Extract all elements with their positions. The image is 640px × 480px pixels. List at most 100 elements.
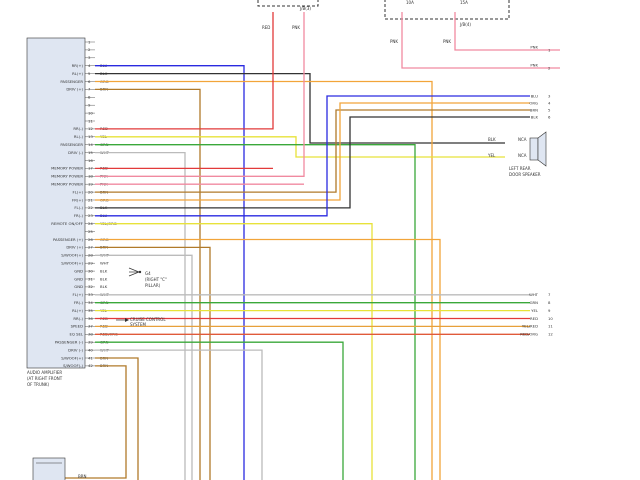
upper-connector-number: 6 [548,114,551,119]
ground-g4: G4 (RIGHT "C" PILLAR) [128,267,167,288]
pin-wire-color: BLK [100,276,108,281]
top-pnk-label: PNK [292,25,300,30]
upper-wire-label: BLK [531,114,539,119]
pin-label: PASSENGER [60,79,83,84]
jbox2-label: J/B(4) [459,22,471,27]
top-fuse-box-left: J/B(3) [257,0,319,11]
amp-caption-1: AUDIO AMPLIFIER [27,370,62,375]
pin-label: EQ SEL [69,332,83,337]
pin-label: MEMORY POWER [51,182,83,187]
output-wire-label: RED [530,316,538,321]
gnd-caption-3: PILLAR) [145,283,161,288]
output-wire-label: WHT [529,292,539,297]
fuse-b-label: 15A [460,0,468,5]
wire-swoof-brn [95,357,139,480]
pin-wire-color: WHT [100,261,110,266]
wire-pass2-org [95,238,441,480]
output-wire-label: YEL/RED [522,324,538,329]
pnk-wire-label: PNK [530,45,538,50]
wire-driv-wht [95,151,186,480]
top-fuse-box-right: 10A 15A J/B(4) [384,0,510,27]
speaker-wire-blk: BLK [488,137,496,142]
left-rear-door-speaker: LEFT REAR DOOR SPEAKER NCA NCA BLK YEL [487,131,547,177]
top-pnk2-label: PNK [390,39,398,44]
fuse-a-label: 10A [406,0,414,5]
wire-mem-pnk [95,12,305,177]
pin-label: FR(+) [72,197,83,202]
jbox-label: J/B(3) [299,6,311,11]
pin-label: RL(-) [74,134,84,139]
amp-caption-3: OF TRUNK) [27,382,49,387]
speaker-caption-1: LEFT REAR [509,166,531,171]
upper-connector-number: 5 [548,107,551,112]
pin-label: S/WOOF(+) [61,261,83,266]
wire-fl-plus-brn [95,109,530,193]
pnk-wire-label: PNK [530,63,538,68]
wire-fl-minus-blk [95,116,530,209]
cruise-control-arrow: CRUISE CONTROL SYSTEM [116,317,166,327]
wire-routes [65,12,560,480]
wire-passenger-grn [95,144,416,480]
output-wire-label: GRN [530,300,539,305]
wire-fr-minus-blu [95,95,530,217]
upper-wire-label: ORG [529,100,538,105]
pnk-connector-number: 2 [548,65,551,70]
pin-wire-color: BLK [100,268,108,273]
output-connector-number: 7 [548,292,551,297]
pin-label: FL(+) [73,292,84,297]
cruise-caption-2: SYSTEM [130,322,146,327]
pnk-connector-number: 1 [548,47,551,52]
pin-label: FL(+) [73,189,84,194]
speaker-tag-2: NCA [518,153,527,158]
wire-passenger-org [95,80,433,480]
wire-swoof-wht [95,254,193,480]
pin-label: DRIV (+) [66,87,83,92]
wire-pnk-out-1 [454,12,560,51]
wire-pass-minus-grn [95,341,344,480]
wire-remote-yel [95,223,373,480]
pin-number: 15 [88,150,93,155]
bottom-wire-label: BRN [78,474,87,479]
pin-label: GND [74,284,83,289]
output-connector-number: 10 [548,316,553,321]
pin-label: S/WOOF(+) [61,355,83,360]
wire-driv-minus-wht [95,349,263,480]
pin-label: PASSENGER (-) [55,340,84,345]
gnd-caption-1: G4 [145,271,151,276]
pin-label: GND [74,268,83,273]
upper-connector-number: 3 [548,93,551,98]
wire-driv2-brn [95,246,211,480]
pin-label: FR(-) [74,213,84,218]
pin-label: SPEED [71,324,83,329]
pin-label: DRIV (+) [66,245,83,250]
pin-label: S/WOOF(-) [63,363,83,368]
pin-number: 25 [88,229,93,234]
wire-fr-plus-org [95,102,530,201]
output-connector-number: 12 [548,332,553,337]
pin-label: PASSENGER [60,142,83,147]
pin-label: RL(+) [72,308,83,313]
pin-number: 8 [88,95,91,100]
pin-label: MEMORY POWER [51,174,83,179]
speaker-caption-2: DOOR SPEAKER [509,172,541,177]
pin-wire-color: BLK [100,284,108,289]
pin-label: PASSENGER (+) [53,237,84,242]
pin-label: RL(+) [72,71,83,76]
pin-number: 7 [88,87,91,92]
upper-wire-label: BLU [531,93,539,98]
speaker-tag-1: NCA [518,137,527,142]
output-connector-number: 9 [548,308,551,313]
pin-number: 20 [88,189,93,194]
pin-label: GND [74,276,83,281]
pin-label: FL(-) [74,205,83,210]
pin-label: FR(-) [74,300,84,305]
pin-label: RR(-) [73,126,83,131]
speaker-wire-yel: YEL [487,153,496,158]
wire-rl-minus-yel [95,136,505,158]
pin-label: DRIV (-) [68,150,83,155]
output-wire-label: RED/ORG [520,332,538,337]
wire-rr-plus-blu [95,65,245,480]
top-red-label: RED [262,25,270,30]
wire-pnk-out-2 [401,12,560,69]
upper-wire-label: BRN [530,107,538,112]
